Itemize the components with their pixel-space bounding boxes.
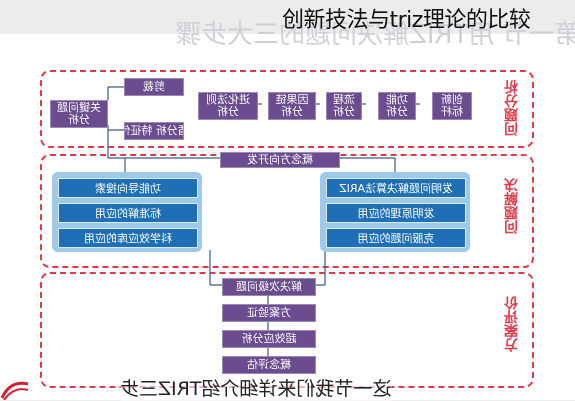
box-function-analysis: 功能 分析 <box>378 92 416 120</box>
subtitle-caption: 这一节我们来详细介绍TRIZ三步 <box>120 374 392 401</box>
box-standard-solution: 标准解的应用 <box>58 203 198 223</box>
box-ariz: 发明问题解决算法ARIZ <box>326 178 466 198</box>
box-concept-evaluation: 概念评估 <box>222 356 316 374</box>
box-concept-direction: 概念方向开发 <box>220 152 340 168</box>
box-secondary-problem: 解决次级问题 <box>222 278 316 296</box>
box-science-effect-library: 科学效应库的应用 <box>58 228 198 248</box>
box-innovation-benchmark: 创新 标杆 <box>432 92 472 120</box>
box-trimming: 剪裁 <box>124 78 184 96</box>
box-super-effect-analysis: 超效应分析 <box>222 330 316 348</box>
page-title: 创新技法与triz理论的比较 <box>282 8 531 33</box>
section-analysis <box>40 70 534 148</box>
box-contradiction: 矛盾分析 特征传递 <box>124 122 184 140</box>
box-key-problem: 关键问题 分析 <box>50 100 108 128</box>
box-function-oriented-search: 功能导向搜索 <box>58 178 198 198</box>
box-solution-verification: 方案验证 <box>222 304 316 322</box>
box-evolution-law: 进化法则 分析 <box>198 92 258 120</box>
box-invention-principle: 发明原理的应用 <box>326 203 466 223</box>
logo-icon <box>0 381 29 400</box>
box-causal-chain: 因果链 分析 <box>268 92 316 120</box>
box-overcome-problem: 克服问题的应用 <box>326 228 466 248</box>
box-flow-analysis: 流程 分析 <box>326 92 362 120</box>
